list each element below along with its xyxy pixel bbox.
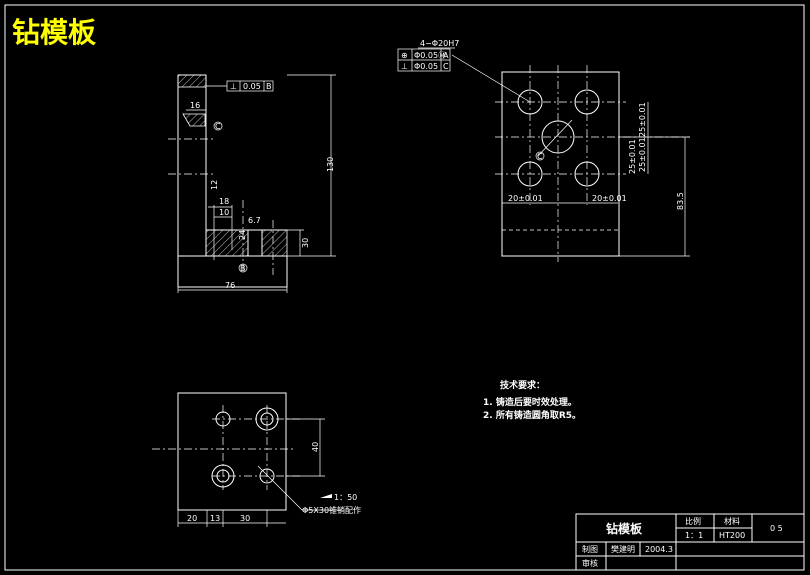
dim-h-right: 20±0.01 bbox=[592, 194, 627, 203]
dim-13: 13 bbox=[210, 514, 220, 523]
dim-10: 10 bbox=[219, 208, 229, 217]
notes-heading: 技术要求： bbox=[500, 379, 545, 391]
position-datum: A bbox=[443, 51, 449, 60]
perp-tol-2: Φ0.05 bbox=[414, 62, 438, 71]
tb-scale-label: 比例 bbox=[685, 516, 701, 526]
datum-c-top: C bbox=[537, 152, 543, 161]
pin-note: Φ5X30锥销配作 bbox=[302, 505, 361, 515]
dim-67: 6.7 bbox=[248, 216, 261, 225]
tb-drawing-no: 0 5 bbox=[770, 524, 783, 533]
dim-76: 76 bbox=[225, 281, 235, 290]
datum-b-front: B bbox=[240, 264, 246, 273]
dim-v-bottom: 25±0.01 bbox=[628, 139, 637, 174]
dim-16: 16 bbox=[190, 101, 200, 110]
dim-18: 18 bbox=[219, 197, 229, 206]
position-tol: Φ0.05Ⓜ bbox=[414, 51, 446, 60]
sheet-title: 钻模板 bbox=[12, 16, 96, 49]
taper-note: 1：50 bbox=[334, 493, 357, 502]
dim-40: 40 bbox=[311, 442, 320, 452]
tb-date: 2004.3 bbox=[645, 545, 673, 554]
tb-scale: 1：1 bbox=[685, 531, 703, 540]
tb-drawn-label: 制图 bbox=[582, 544, 598, 554]
dim-h-left: 20±0.01 bbox=[508, 194, 543, 203]
perp-tol: 0.05 bbox=[243, 82, 261, 91]
hole-callout: 4−Φ20H7 bbox=[420, 39, 459, 48]
tb-material: HT200 bbox=[719, 531, 745, 540]
dim-130: 130 bbox=[326, 157, 335, 172]
perp-symbol-2: ⊥ bbox=[401, 62, 408, 71]
bottom-view: 40 20 13 30 1：50 Φ5X30锥销配作 bbox=[152, 392, 361, 527]
tb-review-label: 审核 bbox=[582, 558, 598, 568]
top-view: C 20±0.01 20±0.01 25±0.01 25±0.01 25±0.0… bbox=[451, 54, 690, 262]
dim-v-top2: 25±0.01 bbox=[638, 137, 647, 172]
tech-notes: 技术要求： 1. 铸造后要时效处理。 2. 所有铸造圆角取R5。 bbox=[483, 379, 581, 421]
tb-material-label: 材料 bbox=[724, 516, 740, 526]
front-view: 130 30 76 ⊥ 0.05 B 16 12 18 10 6.7 24 C … bbox=[168, 74, 336, 293]
dim-v-top: 25±0.01 bbox=[638, 102, 647, 137]
dim-total: 83.5 bbox=[676, 192, 685, 210]
dim-30b: 30 bbox=[240, 514, 250, 523]
perp-datum: B bbox=[266, 82, 272, 91]
sheet-border bbox=[4, 4, 805, 571]
tb-drawn-by: 樊建明 bbox=[611, 544, 635, 554]
datum-c-front: C bbox=[215, 122, 221, 131]
gdt-frame: 4−Φ20H7 ⊕ Φ0.05Ⓜ A ⊥ Φ0.05 C bbox=[397, 39, 459, 72]
dim-30: 30 bbox=[301, 238, 310, 248]
dim-12: 12 bbox=[210, 180, 219, 190]
title-block: 钻模板 比例 材料 1：1 HT200 0 5 制图 樊建明 2004.3 审核 bbox=[575, 513, 805, 571]
perp-datum-2: C bbox=[443, 62, 449, 71]
dim-24: 24 bbox=[238, 230, 247, 240]
dim-20: 20 bbox=[187, 514, 197, 523]
note-1: 1. 铸造后要时效处理。 bbox=[483, 396, 577, 408]
perp-symbol: ⊥ bbox=[230, 82, 237, 91]
note-2: 2. 所有铸造圆角取R5。 bbox=[483, 409, 581, 421]
tb-part-name: 钻模板 bbox=[606, 521, 643, 536]
position-symbol: ⊕ bbox=[401, 51, 408, 60]
